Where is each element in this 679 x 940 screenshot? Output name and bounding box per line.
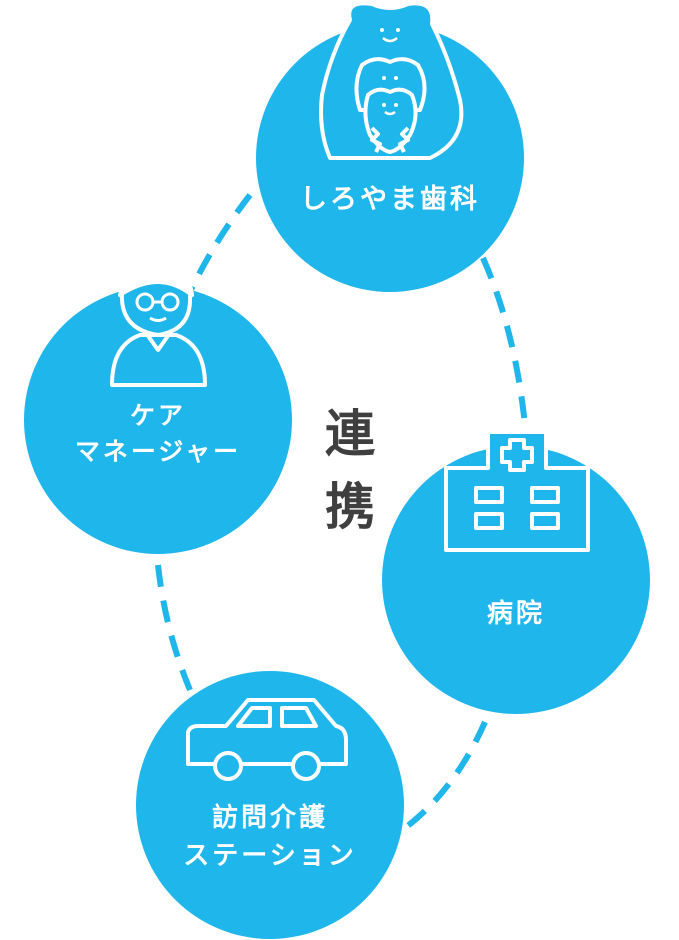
home-nursing-label-line-1: 訪問介護 [211,803,328,833]
connector-dental-caremanager [187,193,253,294]
person-glasses-icon [110,263,207,387]
connector-caremanager-nursing [155,564,193,692]
hospital-label: 病院 [486,599,545,629]
care-manager-label: ケア マネージャー [38,398,278,471]
collaboration-char-2: 携 [325,477,375,536]
connector-hospital-nursing [403,720,488,831]
care-manager-label-line-2: マネージャー [74,437,242,467]
care-manager-label-line-1: ケア [129,401,186,430]
collaboration-char-1: 連 [325,405,375,463]
home-nursing-label: 訪問介護 ステーション [150,800,390,875]
tooth-family-icon [319,1,464,160]
collaboration-text: 連 携 [318,398,382,543]
dental-label: しろやま歯科 [300,184,480,215]
car-icon [186,698,348,781]
care-manager-circle [24,286,292,554]
home-nursing-label-line-2: ステーション [183,840,357,871]
hospital-icon [444,430,590,552]
connector-dental-hospital [480,256,528,426]
